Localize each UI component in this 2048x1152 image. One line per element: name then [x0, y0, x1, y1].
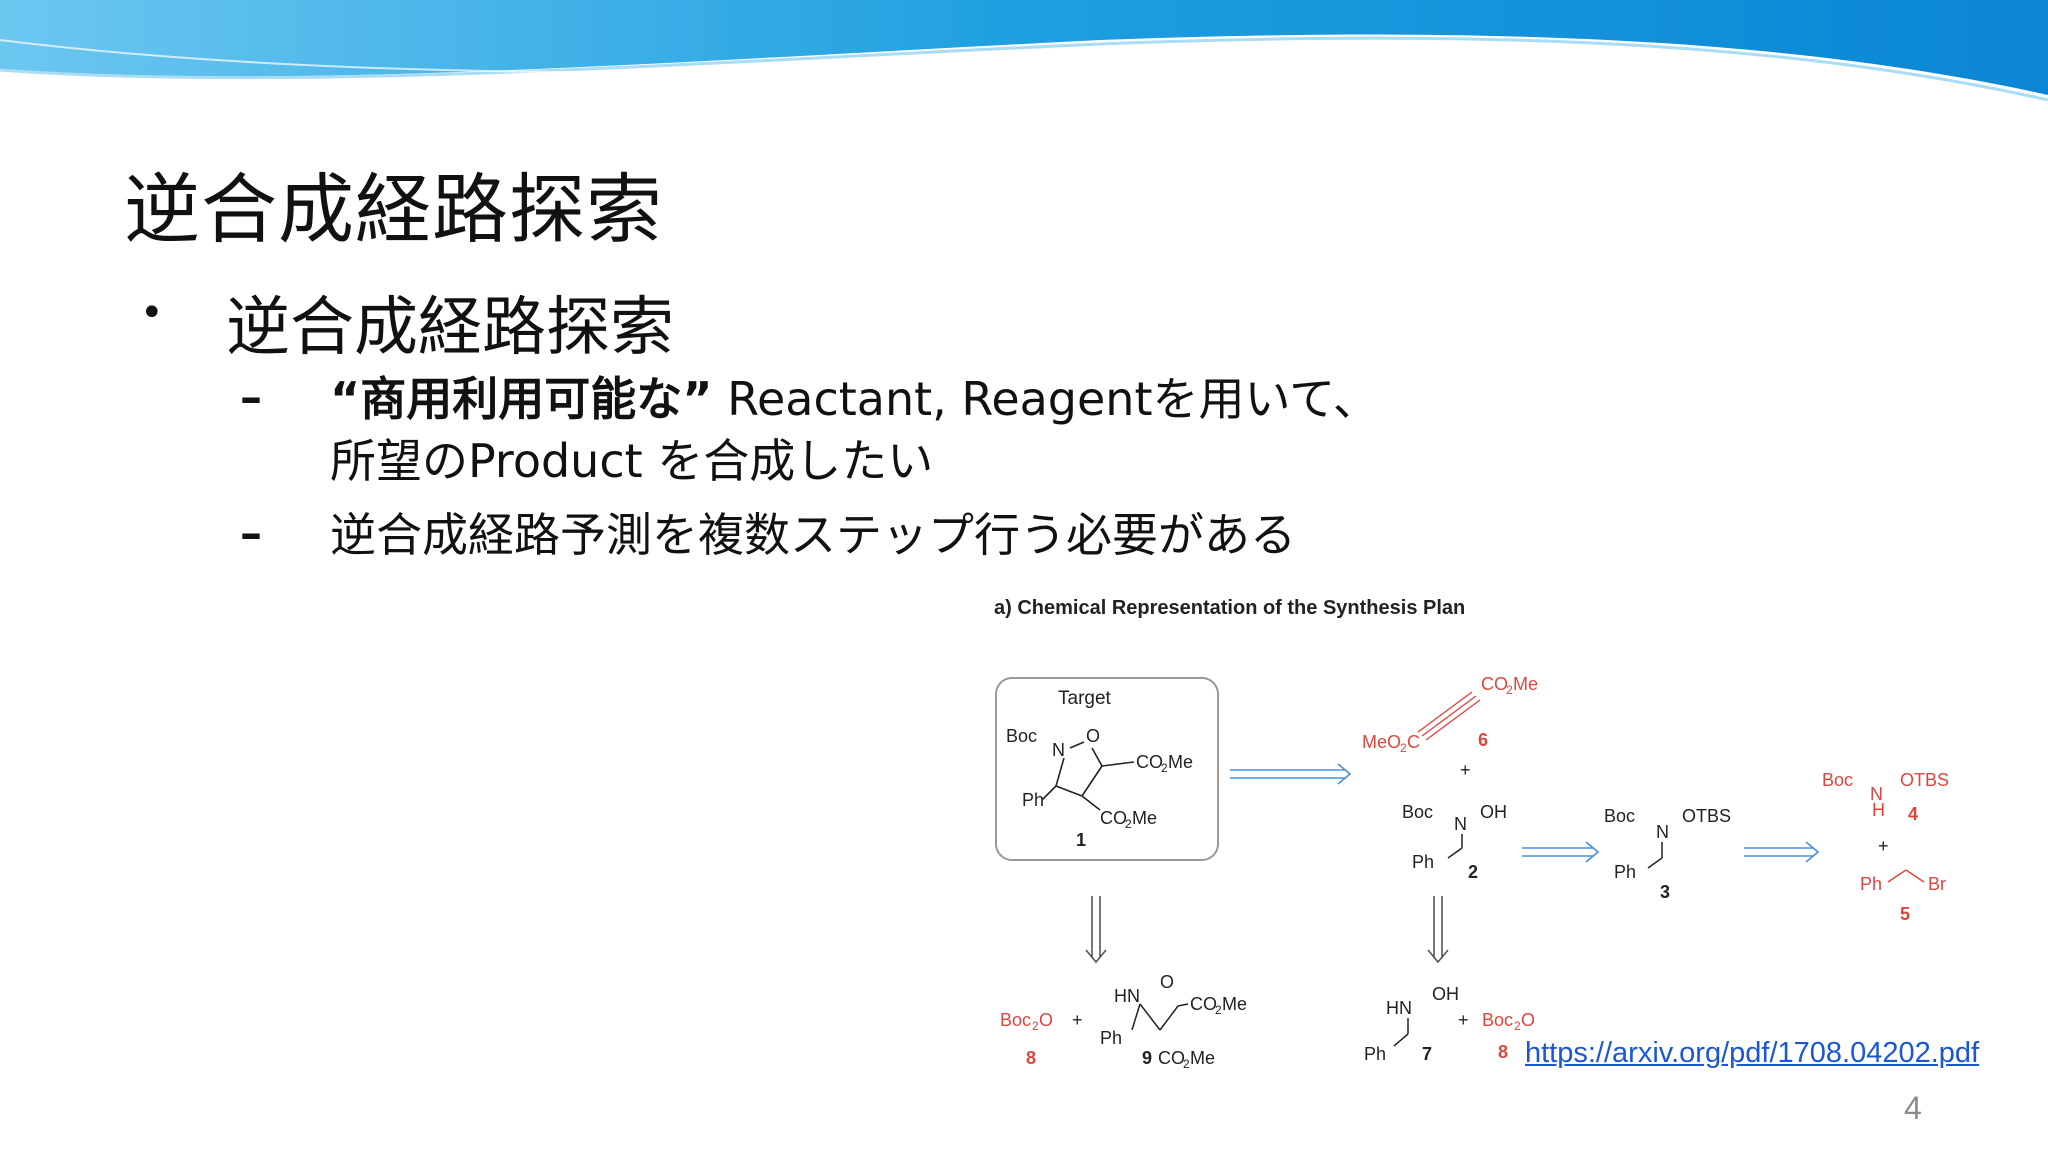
svg-text:N: N — [1656, 822, 1669, 842]
svg-text:2: 2 — [1183, 1057, 1190, 1071]
svg-text:Br: Br — [1928, 874, 1946, 894]
synthesis-plan-figure: a) Chemical Representation of the Synthe… — [994, 597, 1949, 1071]
dash-marker-2: – — [240, 508, 262, 559]
svg-text:2: 2 — [1032, 1019, 1039, 1033]
figure-caption: a) Chemical Representation of the Synthe… — [994, 597, 1465, 619]
down-arrow-icon — [1085, 896, 1449, 964]
sub-bullet-1: “商用利用可能な” Reactant, Reagentを用いて、 — [330, 368, 1379, 430]
compound-4: Boc N H OTBS 4 — [1822, 770, 1949, 824]
bullet-dot: • — [140, 290, 164, 336]
page-number: 4 — [1904, 1090, 1922, 1126]
target-label: Target — [1058, 688, 1112, 709]
compound-7: HN OH Ph 7 — [1364, 984, 1459, 1064]
svg-text:N: N — [1454, 814, 1467, 834]
svg-text:Boc: Boc — [1402, 802, 1433, 822]
svg-text:8: 8 — [1498, 1042, 1508, 1062]
svg-text:Ph: Ph — [1614, 862, 1636, 882]
svg-text:HN: HN — [1386, 998, 1412, 1018]
svg-text:2: 2 — [1468, 862, 1478, 882]
svg-text:OTBS: OTBS — [1900, 770, 1949, 790]
svg-text:H: H — [1872, 800, 1885, 820]
target-box — [995, 677, 1219, 861]
svg-text:Ph: Ph — [1022, 790, 1044, 810]
dash-marker-1: – — [240, 372, 262, 423]
sub-bullet-1-bold: “商用利用可能な” — [330, 372, 713, 426]
svg-text:Me: Me — [1132, 808, 1157, 828]
svg-text:Boc: Boc — [1604, 806, 1635, 826]
compound-5: Ph Br 5 — [1860, 874, 1946, 924]
svg-text:2: 2 — [1506, 683, 1513, 697]
svg-text:OH: OH — [1480, 802, 1507, 822]
bullet-level1: 逆合成経路探索 — [226, 291, 674, 365]
sub-bullet-1-line2: 所望のProduct を合成したい — [330, 434, 934, 488]
svg-text:N: N — [1870, 784, 1883, 804]
svg-text:Me: Me — [1168, 752, 1193, 772]
svg-text:Me: Me — [1222, 994, 1247, 1014]
compound-2: Boc N OH Ph 2 — [1402, 802, 1507, 882]
svg-text:8: 8 — [1026, 1048, 1036, 1068]
svg-text:O: O — [1086, 726, 1100, 746]
svg-text:Ph: Ph — [1860, 874, 1882, 894]
svg-text:4: 4 — [1908, 804, 1918, 824]
svg-text:O: O — [1160, 972, 1174, 992]
svg-text:Me: Me — [1513, 674, 1538, 694]
svg-text:CO: CO — [1100, 808, 1127, 828]
retro-arrow-icon — [1230, 763, 1820, 863]
svg-text:CO: CO — [1136, 752, 1163, 772]
header-wave-banner — [0, 0, 2048, 131]
sub-bullet-2: 逆合成経路予測を複数ステップ行う必要がある — [330, 508, 1296, 562]
slide-title: 逆合成経路探索 — [124, 165, 663, 254]
svg-text:CO: CO — [1190, 994, 1217, 1014]
svg-text:OH: OH — [1432, 984, 1459, 1004]
svg-text:7: 7 — [1422, 1044, 1432, 1064]
svg-text:9: 9 — [1142, 1048, 1152, 1068]
plus-sign: + — [1460, 760, 1471, 780]
svg-text:Boc: Boc — [1482, 1010, 1513, 1030]
svg-text:Ph: Ph — [1100, 1028, 1122, 1048]
plus-sign-3: + — [1072, 1010, 1083, 1030]
svg-text:2: 2 — [1514, 1019, 1521, 1033]
svg-text:Me: Me — [1190, 1048, 1215, 1068]
svg-text:MeO: MeO — [1362, 732, 1401, 752]
svg-text:2: 2 — [1215, 1003, 1222, 1017]
plus-sign-4: + — [1458, 1010, 1469, 1030]
sub-bullet-1-text: Reactant, Reagentを用いて、 — [712, 372, 1379, 426]
svg-text:2: 2 — [1400, 741, 1407, 755]
svg-text:1: 1 — [1076, 830, 1086, 850]
svg-text:CO: CO — [1481, 674, 1508, 694]
svg-text:HN: HN — [1114, 986, 1140, 1006]
svg-text:2: 2 — [1125, 817, 1132, 831]
compound-3: Boc N OTBS Ph 3 — [1604, 806, 1731, 902]
svg-text:3: 3 — [1660, 882, 1670, 902]
svg-text:5: 5 — [1900, 904, 1910, 924]
svg-text:OTBS: OTBS — [1682, 806, 1731, 826]
svg-text:Boc: Boc — [1006, 726, 1037, 746]
plus-sign-2: + — [1878, 836, 1889, 856]
svg-text:O: O — [1039, 1010, 1053, 1030]
svg-text:6: 6 — [1478, 730, 1488, 750]
svg-text:Ph: Ph — [1364, 1044, 1386, 1064]
svg-text:2: 2 — [1161, 761, 1168, 775]
svg-text:Boc: Boc — [1000, 1010, 1031, 1030]
svg-text:CO: CO — [1158, 1048, 1185, 1068]
arxiv-link[interactable]: https://arxiv.org/pdf/1708.04202.pdf — [1525, 1037, 1980, 1069]
svg-text:Boc: Boc — [1822, 770, 1853, 790]
svg-text:N: N — [1052, 740, 1065, 760]
svg-text:Ph: Ph — [1412, 852, 1434, 872]
svg-text:O: O — [1521, 1010, 1535, 1030]
svg-text:C: C — [1407, 732, 1420, 752]
